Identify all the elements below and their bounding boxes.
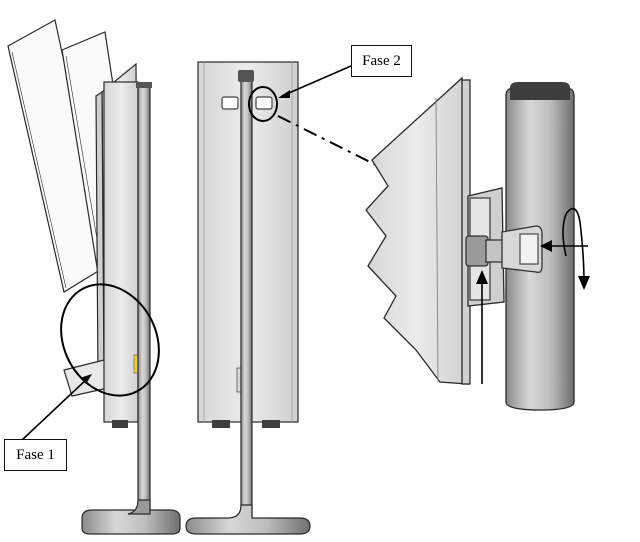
left-assembly [7, 19, 181, 535]
foot-middle [185, 504, 311, 535]
fase1-label: Fase 1 [4, 439, 67, 471]
middle-assembly [185, 61, 377, 535]
zoom-leader [277, 115, 377, 166]
zoom-rotation-arrow [565, 207, 585, 283]
zoom-nut [465, 235, 489, 267]
zoom-panel-section [365, 76, 469, 385]
bracket-left [221, 96, 239, 110]
bracket-right [255, 96, 273, 110]
zoom-pole-cap [510, 82, 570, 100]
tilted-heater-side [95, 90, 105, 381]
fase2-circle [248, 86, 278, 122]
pole-middle [240, 77, 253, 519]
pole-left [137, 85, 151, 507]
foot-left [81, 509, 181, 535]
fase2-label: Fase 2 [351, 45, 412, 77]
fase1-ellipse [60, 283, 160, 397]
upright-heater-left [103, 81, 139, 423]
zoom-detail [365, 76, 590, 411]
